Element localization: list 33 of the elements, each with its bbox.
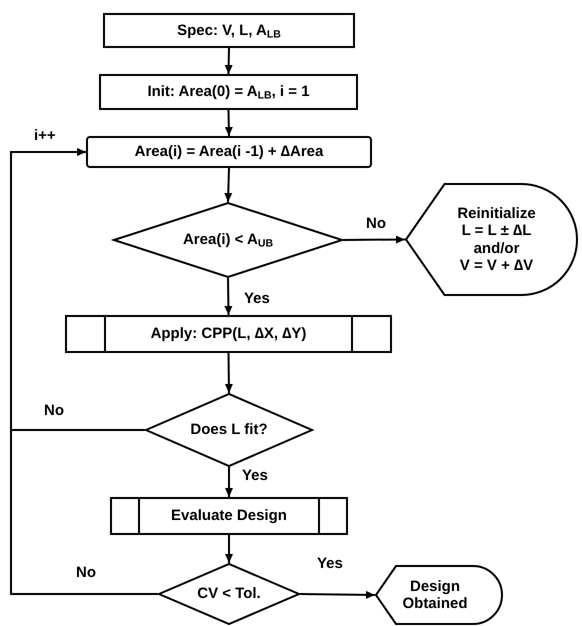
display-shape bbox=[405, 183, 578, 296]
arrow bbox=[300, 590, 376, 599]
node-text: L = L ± ∆L bbox=[462, 222, 532, 240]
arrow bbox=[224, 278, 232, 316]
process-box bbox=[103, 13, 355, 48]
arrow bbox=[224, 48, 233, 74]
node-text: Reinitialize bbox=[457, 205, 536, 222]
node-text: Design Obtained bbox=[401, 578, 468, 612]
arrow bbox=[224, 168, 232, 202]
process-box bbox=[99, 74, 358, 110]
subroutine-box bbox=[65, 315, 392, 353]
node-text: Apply: CPP(L, ∆X, ∆Y) bbox=[150, 325, 306, 343]
node-text: and/or bbox=[474, 240, 520, 257]
node-text: Init: Area(0) = A$_{LB}$, i = 1 bbox=[147, 83, 310, 101]
process-box bbox=[86, 136, 372, 168]
arrow bbox=[10, 148, 158, 595]
decision-diamond bbox=[113, 202, 343, 278]
arrow bbox=[225, 467, 233, 497]
subroutine-box bbox=[110, 497, 348, 535]
node-text: Area(i) < A$_{UB}$ bbox=[182, 231, 274, 249]
decision-diamond bbox=[145, 393, 313, 467]
node-text: Spec: V, L, A$_{LB}$ bbox=[177, 22, 281, 40]
node-text: Does L fit? bbox=[190, 421, 268, 439]
node-text: CV < Tol. bbox=[197, 585, 261, 603]
node-text: Evaluate Design bbox=[171, 507, 287, 525]
arrow bbox=[224, 352, 233, 394]
node-text: V = V + ∆V bbox=[460, 256, 534, 274]
arrow bbox=[343, 236, 405, 244]
node-text: Area(i) = Area(i -1) + ∆Area bbox=[134, 143, 324, 161]
arrow bbox=[224, 110, 233, 136]
decision-diamond bbox=[158, 563, 300, 625]
arrow bbox=[225, 535, 233, 563]
display-shape bbox=[375, 565, 503, 625]
